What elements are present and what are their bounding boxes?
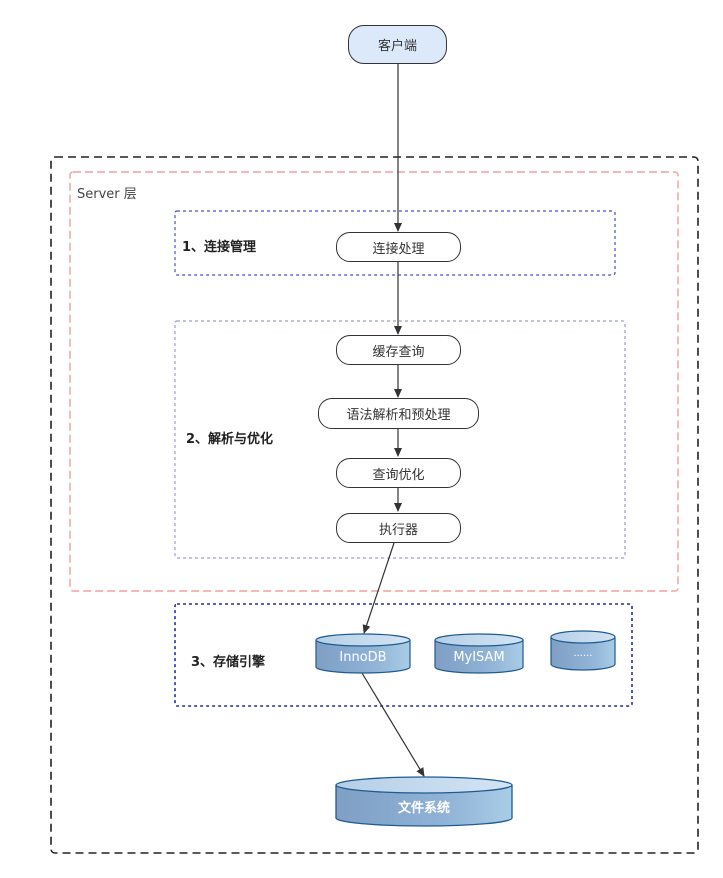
other-engine-cylinder: [550, 630, 616, 671]
executor-node: 执行器: [336, 513, 461, 543]
cache-query-node: 缓存查询: [336, 335, 461, 365]
client-node: 客户端: [348, 25, 447, 64]
outer-container: [50, 156, 699, 854]
connection-handling-label: 连接处理: [372, 241, 425, 257]
parsing-section-title: 2、解析与优化: [186, 432, 274, 447]
connection-section-title: 1、连接管理: [182, 240, 257, 255]
filesystem-label: 文件系统: [397, 801, 450, 816]
connection-section-box: [174, 210, 616, 276]
myisam-cylinder: [434, 633, 524, 674]
other-engine-label: ......: [573, 648, 593, 659]
storage-section-box: [174, 603, 633, 707]
server-layer-title: Server 层: [77, 187, 137, 202]
myisam-label: MyISAM: [453, 650, 505, 665]
parsing-section-box: [174, 320, 626, 559]
arrow-innodb-to-filesystem: [361, 672, 425, 777]
arrow-executor-to-innodb: [362, 542, 395, 634]
parse-preprocess-label: 语法解析和预处理: [346, 408, 451, 423]
client-label: 客户端: [377, 39, 417, 54]
storage-section-title: 3、存储引擎: [191, 655, 266, 670]
connection-handling-node: 连接处理: [336, 232, 461, 262]
filesystem-cylinder: [335, 776, 513, 827]
parse-preprocess-node: 语法解析和预处理: [318, 398, 479, 429]
executor-label: 执行器: [378, 522, 418, 538]
innodb-label: InnoDB: [339, 650, 387, 665]
query-optimize-node: 查询优化: [336, 458, 461, 488]
cache-query-label: 缓存查询: [372, 344, 425, 360]
query-optimize-label: 查询优化: [372, 467, 425, 483]
innodb-cylinder: [315, 633, 411, 674]
server-layer-box: [69, 171, 679, 592]
